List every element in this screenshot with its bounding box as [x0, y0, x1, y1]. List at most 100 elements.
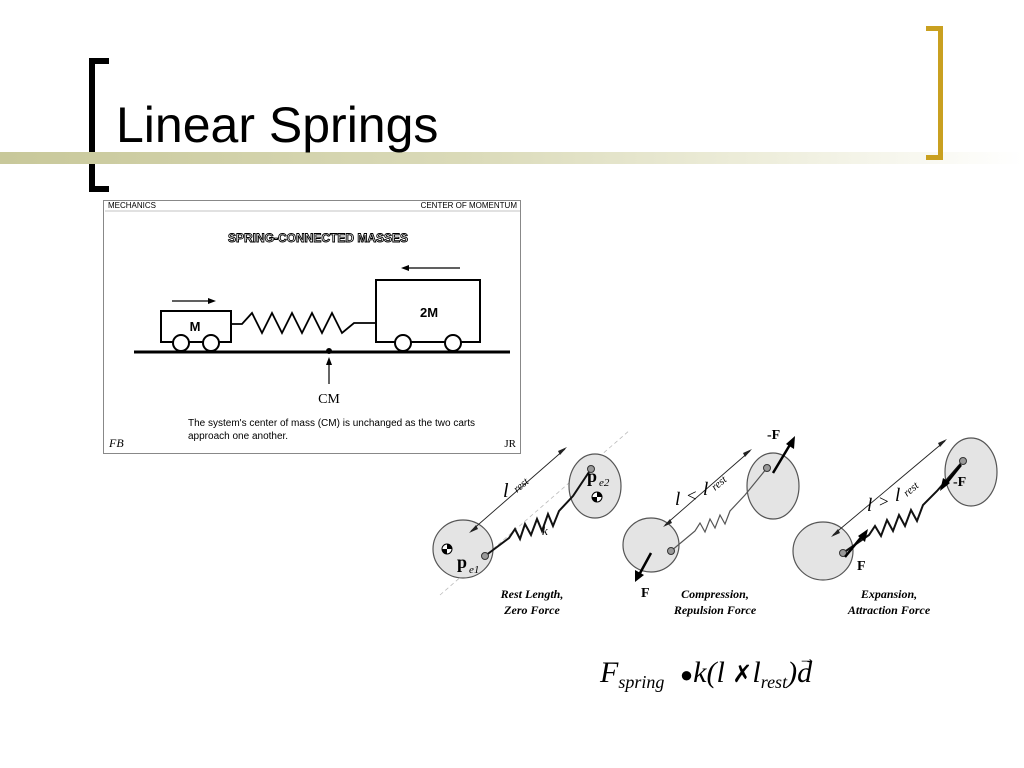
panel-expansion-body-1: [792, 521, 854, 581]
right-bracket-decoration: [926, 26, 943, 160]
panel-expansion-endpoint-1: [839, 549, 847, 557]
formula-bullet: ●: [679, 662, 694, 687]
title-underline-bar: [0, 152, 1024, 164]
panel-rest-cm-marker-2-fill: [592, 492, 602, 502]
panel-rest-e2-label: e2: [599, 477, 610, 489]
cm-dot: [326, 348, 332, 354]
spring-force-formula: Fspring ●k(l ✗lrest)→d: [600, 648, 816, 693]
panel-compression: l < l rest F -F Compression, Repulsion F…: [622, 428, 800, 617]
cart-2m-arrow-head: [401, 265, 409, 271]
panel-rest: l rest k p e1 p e2 Rest Length, Zero For…: [432, 429, 631, 617]
panel-compression-length-arrow: [664, 450, 751, 526]
panel-rest-rest-label: rest: [511, 475, 532, 495]
panel-rest-cm-marker-1-fill: [442, 544, 452, 554]
spring-states-figure: l rest k p e1 p e2 Rest Length, Zero For…: [425, 425, 1024, 625]
panel-compression-caption-2: Repulsion Force: [673, 603, 757, 617]
formula-cross: ✗: [732, 662, 753, 688]
panel-expansion-l2-label: l: [895, 485, 900, 506]
header-right-text: CENTER OF MOMENTUM: [421, 201, 518, 210]
panel-expansion-length-arrow-head-2: [938, 439, 947, 447]
cm-spring: [231, 310, 376, 336]
panel-expansion-force-arrow-1-head: [858, 529, 868, 542]
panel-expansion: l > l rest F -F Expansion, Attraction Fo…: [792, 437, 998, 617]
panel-expansion-force-arrow-1: [844, 534, 864, 558]
formula-d-vector: →d: [797, 648, 816, 690]
panel-compression-lt-label: <: [687, 486, 697, 505]
panel-compression-caption-1: Compression,: [681, 587, 749, 601]
panel-rest-length-arrow: [470, 448, 566, 532]
cart-m: [160, 310, 232, 343]
panel-rest-l-label: l: [503, 480, 509, 502]
panel-expansion-length-arrow: [832, 440, 946, 536]
panel-compression-body-1: [622, 517, 680, 573]
panel-rest-caption-1: Rest Length,: [500, 587, 564, 601]
panel-rest-endpoint-2: [587, 465, 595, 473]
panel-compression-force-arrow-2-head: [786, 436, 795, 449]
panel-compression-length-arrow-head-2: [743, 449, 752, 457]
panel-rest-endpoint-1: [481, 552, 489, 560]
panel-expansion-f-label: F: [857, 559, 866, 574]
panel-compression-length-arrow-head-1: [663, 519, 672, 527]
panel-compression-endpoint-1: [667, 547, 675, 555]
panel-expansion-body-2: [944, 437, 998, 507]
panel-rest-k-label: k: [542, 523, 548, 538]
formula-vector-arrow: →: [798, 648, 817, 668]
panel-rest-body-2: [568, 453, 622, 519]
panel-compression-rest-label: rest: [709, 473, 730, 493]
panel-compression-force-arrow-1: [637, 552, 653, 576]
cart-m-wheel-right: [202, 334, 220, 352]
panel-rest-p-label-1: p: [457, 552, 467, 572]
panel-expansion-endpoint-2: [959, 457, 967, 465]
formula-sub-rest: rest: [760, 672, 788, 692]
panel-expansion-neg-f-label: -F: [953, 475, 966, 490]
panel-rest-length-arrow-head-1: [469, 525, 478, 533]
cart-m-arrow-head: [208, 298, 216, 304]
panel-compression-neg-f-label: -F: [767, 428, 780, 443]
panel-expansion-force-arrow-2-head: [940, 478, 950, 491]
signature-right: JR: [504, 438, 516, 450]
spring-states-drawing: l rest k p e1 p e2 Rest Length, Zero For…: [432, 428, 998, 617]
cm-figure: MECHANICS CENTER OF MOMENTUM SPRING-CONN…: [103, 200, 521, 454]
panel-compression-force-arrow-1-head: [635, 570, 644, 582]
panel-rest-caption-2: Zero Force: [503, 603, 560, 617]
panel-expansion-caption-1: Expansion,: [860, 587, 917, 601]
signature-left: FB: [108, 436, 124, 450]
panel-expansion-gt-label: >: [879, 492, 889, 511]
panel-compression-force-arrow-2: [771, 442, 793, 474]
panel-expansion-caption-2: Attraction Force: [847, 603, 931, 617]
formula-sub-spring: spring: [618, 672, 665, 692]
cart-2m-wheel-left: [394, 334, 412, 352]
cart-2m-wheel-right: [444, 334, 462, 352]
panel-compression-body-2: [746, 452, 800, 520]
panel-compression-f-label: F: [641, 586, 650, 601]
panel-expansion-rest-label: rest: [901, 479, 922, 499]
panel-compression-l-label: l: [675, 489, 680, 510]
panel-compression-spring: [670, 467, 768, 552]
formula-close: ): [787, 656, 798, 689]
cart-m-wheel-left: [172, 334, 190, 352]
panel-expansion-spring: [842, 460, 964, 554]
cm-label: CM: [318, 392, 340, 407]
panel-rest-p-label-2: p: [587, 466, 597, 486]
figure-heading: SPRING-CONNECTED MASSES: [228, 231, 408, 245]
formula-k-open: k(l: [693, 656, 725, 689]
formula-d: d: [797, 656, 813, 689]
panel-expansion-l-label: l: [867, 495, 872, 516]
panel-compression-l2-label: l: [703, 479, 708, 500]
panel-rest-length-arrow-head-2: [558, 447, 567, 455]
slide-title: Linear Springs: [116, 97, 439, 153]
panel-expansion-length-arrow-head-1: [831, 529, 840, 537]
panel-rest-spring: [484, 468, 592, 557]
cart-m-label: M: [190, 319, 201, 334]
panel-compression-endpoint-2: [763, 464, 771, 472]
left-bracket-decoration: [89, 58, 109, 192]
cm-figure-drawing: MECHANICS CENTER OF MOMENTUM SPRING-CONN…: [105, 201, 520, 450]
formula-l2: l: [752, 656, 761, 689]
header-left-text: MECHANICS: [108, 201, 156, 210]
cart-2m-label: 2M: [420, 305, 438, 320]
cm-pointer-head: [326, 357, 332, 365]
cm-caption: The system's center of mass (CM) is unch…: [188, 418, 476, 442]
cart-2m: [375, 279, 481, 343]
panel-rest-e1-label: e1: [469, 564, 479, 576]
formula-f: F: [600, 656, 619, 689]
